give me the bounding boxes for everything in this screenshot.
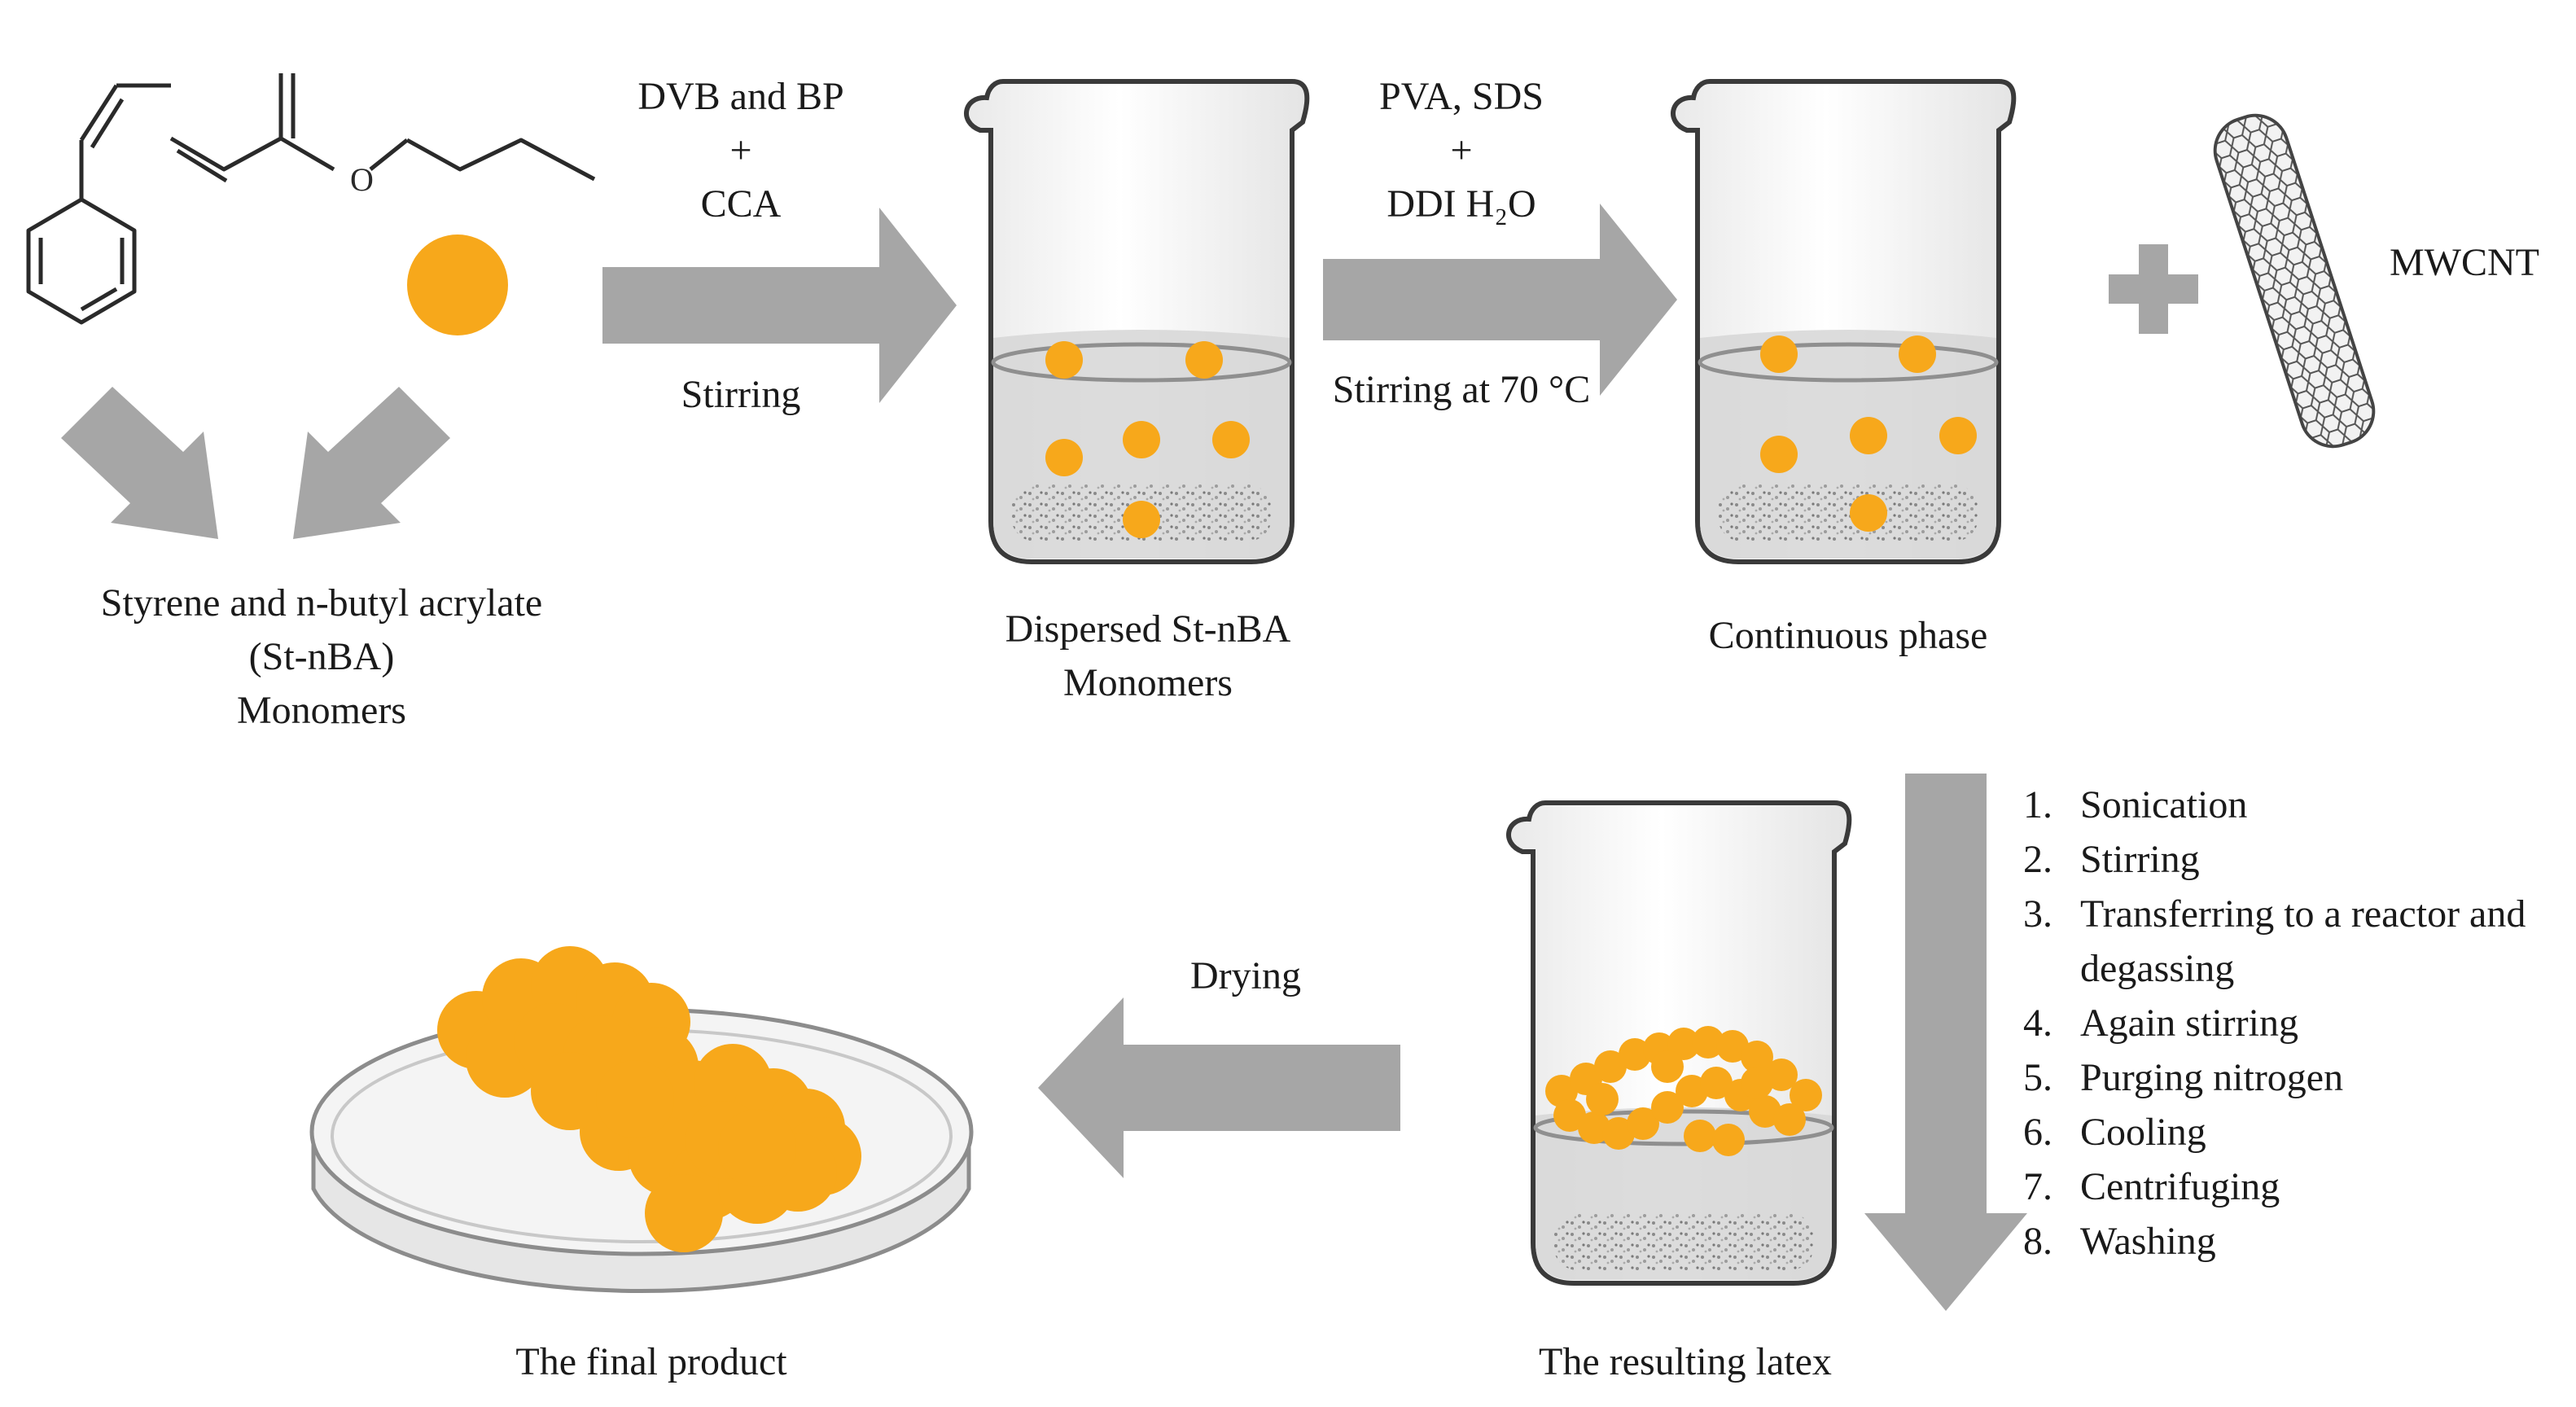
mwcnt-tube-icon [2206, 107, 2382, 455]
step-item: 2. Stirring [2023, 832, 2526, 887]
resulting-latex-label: The resulting latex [1539, 1340, 1832, 1383]
step2-reagents-line-3: DDI H₂O [1387, 182, 1536, 226]
step-number: 4. [2023, 1002, 2052, 1045]
arrow-drying [1038, 997, 1400, 1178]
step-item: 1. Sonication [2023, 778, 2526, 832]
processing-steps-list: 1. Sonication 2. Stirring 3. Transferring t… [2023, 778, 2526, 1269]
final-product-label: The final product [515, 1340, 787, 1383]
step-number: 5. [2023, 1056, 2052, 1099]
step-item: 6. Cooling [2023, 1105, 2526, 1159]
step-text: Again stirring [2080, 1002, 2298, 1045]
step2-reagents-line-2: + [1450, 129, 1473, 172]
n-butyl-acrylate-structure-icon [169, 73, 596, 183]
step-text: Purging nitrogen [2080, 1056, 2344, 1099]
monomers-label-line-2: (St-nBA) [248, 635, 395, 678]
beaker-continuous-phase [1671, 79, 2017, 564]
step-item: 3. Transferring to a reactor and [2023, 887, 2526, 941]
final-product-particles [437, 946, 861, 1252]
continuous-phase-label: Continuous phase [1708, 614, 1988, 657]
step1-reagents-line-1: DVB and BP [637, 75, 844, 118]
monomers-label-line-3: Monomers [237, 689, 406, 732]
styrene-structure-icon [26, 83, 171, 325]
oxygen-atom-label: O [350, 161, 374, 198]
dispersed-label: Dispersed St-nBA Monomers [961, 603, 1335, 710]
step-item: degassing [2023, 941, 2526, 996]
step-item: 5. Purging nitrogen [2023, 1050, 2526, 1105]
step-text: degassing [2080, 947, 2235, 990]
step-number: 7. [2023, 1165, 2052, 1208]
step2-reagents-label: PVA, SDS + DDI H₂O [1303, 70, 1620, 231]
step2-action-label: Stirring at 70 °C [1332, 368, 1591, 411]
step-text: Washing [2080, 1220, 2216, 1263]
plus-icon [2109, 244, 2198, 334]
step2-reagents-line-1: PVA, SDS [1379, 75, 1544, 118]
step-text: Stirring [2080, 838, 2200, 881]
arrow-monomers-right [293, 387, 450, 539]
arrow-down [1864, 774, 2027, 1311]
step-text: Centrifuging [2080, 1165, 2280, 1208]
beaker-dispersed [964, 79, 1310, 564]
step-number: 3. [2023, 892, 2052, 936]
step-item: 7. Centrifuging [2023, 1159, 2526, 1214]
dispersed-label-line-2: Monomers [1063, 661, 1233, 704]
initiator-droplet-icon [407, 234, 508, 335]
arrow-monomers-left [61, 387, 218, 539]
step-number: 2. [2023, 838, 2052, 881]
step-item: 8. Washing [2023, 1214, 2526, 1269]
arrow-step-1 [602, 208, 957, 403]
step-number: 1. [2023, 783, 2052, 826]
latex-particles [1545, 1026, 1822, 1156]
step-text: Cooling [2080, 1111, 2206, 1154]
drying-label: Drying [1190, 954, 1301, 997]
step1-action-label: Stirring [681, 373, 801, 416]
monomers-label: Styrene and n-butyl acrylate (St-nBA) Mo… [65, 576, 578, 738]
step-item: 4. Again stirring [2023, 996, 2526, 1050]
arrow-step-2 [1323, 204, 1677, 396]
mwcnt-label: MWCNT [2390, 241, 2539, 284]
step1-reagents-line-2: + [729, 129, 752, 172]
step-text: Transferring to a reactor and [2080, 892, 2526, 936]
step1-reagents-label: DVB and BP + CCA [586, 70, 896, 231]
step1-reagents-line-3: CCA [700, 182, 782, 226]
dispersed-label-line-1: Dispersed St-nBA [1005, 607, 1291, 651]
step-number: 6. [2023, 1111, 2052, 1154]
beaker-resulting-latex [1506, 800, 1852, 1286]
step-text: Sonication [2080, 783, 2248, 826]
monomers-label-line-1: Styrene and n-butyl acrylate [100, 581, 543, 625]
step-number: 8. [2023, 1220, 2052, 1263]
